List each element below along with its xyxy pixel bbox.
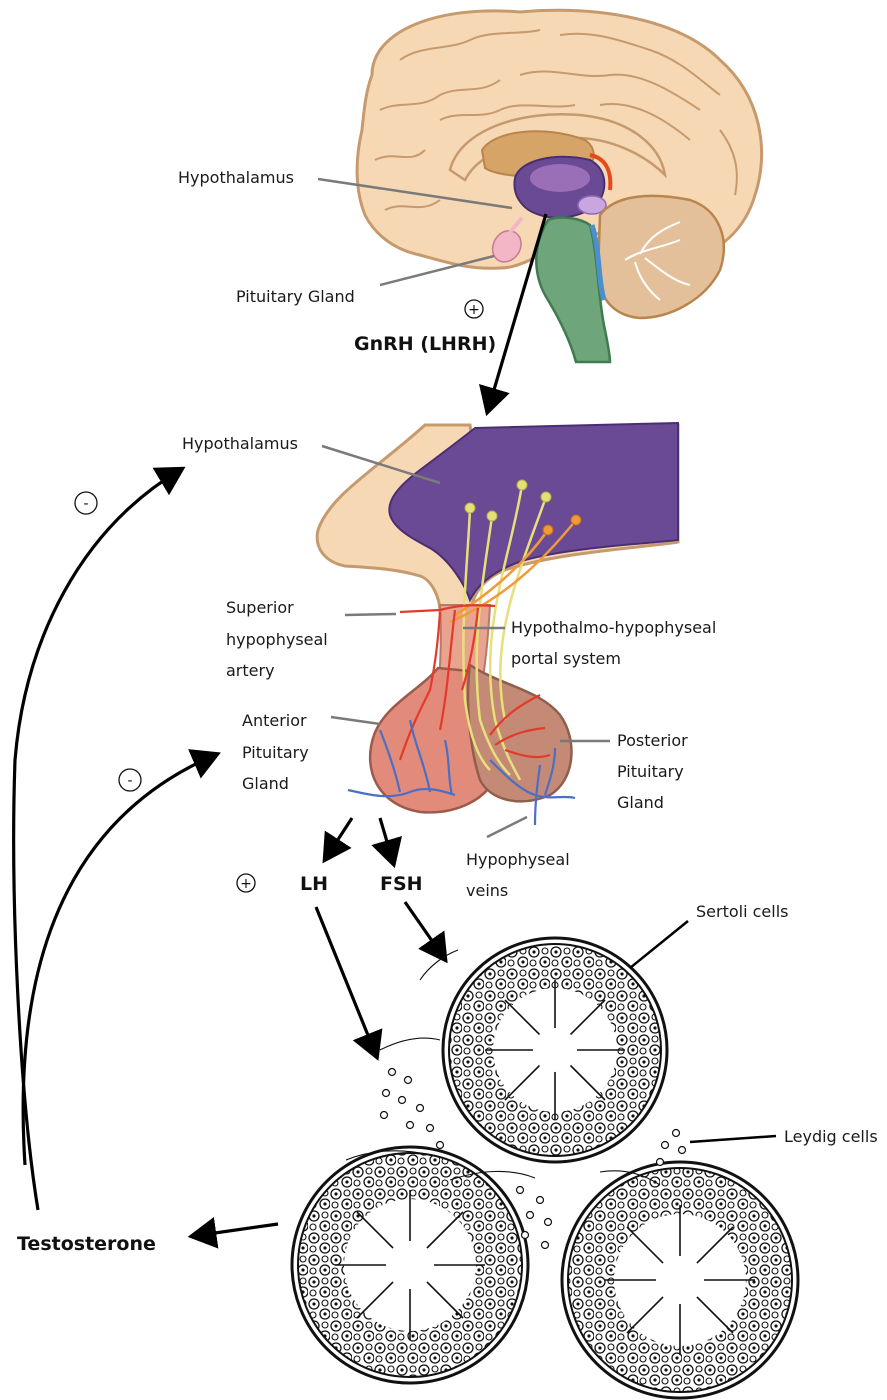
portal-system-label-2: portal system [511,649,621,668]
superior-artery-label-2: hypophyseal [226,630,328,649]
superior-artery-leader [345,614,396,615]
pituitary-gland-label: Pituitary Gland [236,287,355,306]
gnrh-label: GnRH (LHRH) [354,333,496,355]
leydig-leader [690,1136,776,1142]
fsh-release-arrow [380,818,393,862]
cerebellum [598,196,724,318]
brain-illustration [357,10,762,362]
hypothalamus-highlight [530,164,590,192]
gnrh-plus-sign: + [468,302,480,318]
posterior-pituitary-label-2: Pituitary [617,762,684,781]
posterior-pituitary-label-1: Posterior [617,731,688,750]
lh-to-leydig-arrow [316,907,376,1055]
superior-artery-label-3: artery [226,661,275,680]
posterior-pituitary-label-3: Gland [617,793,664,812]
fsh-to-sertoli-arrow [405,902,444,958]
feedback-arrow-pituitary [23,755,215,1165]
hypothalamus-mid-label: Hypothalamus [182,434,298,453]
hypothalamus-minus-sign: - [83,496,88,512]
leydig-label: Leydig cells [784,1127,878,1146]
sertoli-leader [630,921,688,968]
fsh-label: FSH [380,873,423,895]
seminiferous-tubules [292,938,798,1398]
lh-plus-sign: + [240,876,252,892]
tubule-1 [443,938,667,1162]
testosterone-label: Testosterone [17,1233,156,1255]
superior-artery-label-1: Superior [226,598,294,617]
hypothalamus-top-label: Hypothalamus [178,168,294,187]
anterior-pituitary-label-1: Anterior [242,711,307,730]
hypophyseal-veins-leader [487,817,527,837]
sertoli-label: Sertoli cells [696,902,788,921]
hypophyseal-veins-label-2: veins [466,881,508,900]
lh-label: LH [300,873,328,895]
lh-release-arrow [326,818,352,858]
testosterone-output-arrow [194,1224,278,1236]
portal-system-label-1: Hypothalmo-hypophyseal [511,618,716,637]
feedback-arrow-hypothalamus [14,470,180,1210]
anterior-pituitary-label-3: Gland [242,774,289,793]
anterior-pituitary-leader [331,717,380,724]
tubule-2 [292,1147,528,1383]
tubule-3 [562,1162,798,1398]
anterior-pituitary-label-2: Pituitary [242,743,309,762]
pituitary-minus-sign: - [127,773,132,789]
hypophyseal-veins-label-1: Hypophyseal [466,850,570,869]
